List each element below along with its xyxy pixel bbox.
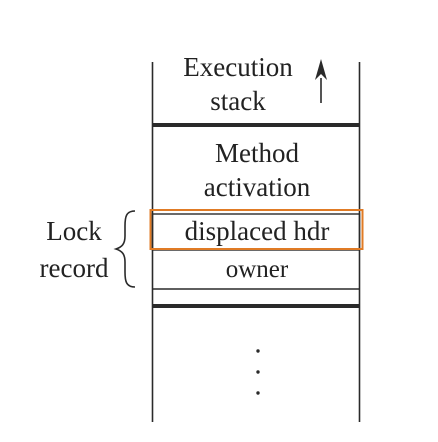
lock-record-label-line2: record: [40, 253, 109, 283]
execution-stack-title-line1: Execution: [183, 52, 293, 82]
displaced-hdr-label: displaced hdr: [185, 216, 330, 246]
lock-record-label-line1: Lock: [46, 216, 102, 246]
left-curly-brace-icon: [113, 210, 136, 288]
execution-stack-title-line2: stack: [210, 86, 266, 116]
displaced-hdr-highlight: [149, 209, 364, 250]
owner-label: owner: [226, 256, 289, 283]
method-activation-line2: activation: [204, 172, 311, 202]
vertical-ellipsis-icon: [256, 349, 260, 395]
method-activation-line1: Method: [215, 138, 299, 168]
up-arrow-icon: [315, 59, 327, 103]
